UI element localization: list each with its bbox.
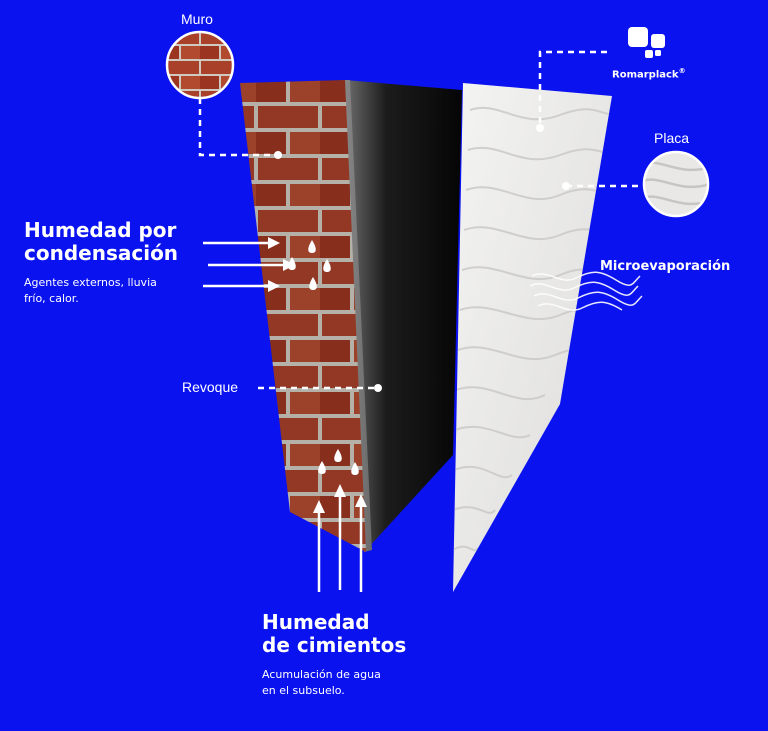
panel-placa — [453, 83, 612, 592]
evaporation-waves-icon — [529, 271, 643, 311]
condensation-arrows — [203, 237, 295, 292]
label-placa: Placa — [654, 130, 690, 146]
condensation-title-line1: Humedad por — [24, 218, 177, 242]
condensation-title-line2: condensación — [24, 241, 179, 265]
brand-connector — [538, 50, 607, 128]
foundation-description: Acumulación de agua en el subsuelo. — [262, 667, 381, 699]
condensation-desc-line1: Agentes externos, lluvia — [24, 276, 157, 289]
romarplack-logo-icon — [628, 27, 665, 58]
brick-face — [240, 80, 366, 552]
brand-registered-mark: ® — [678, 67, 686, 75]
foundation-title-line2: de cimientos — [262, 633, 407, 657]
condensation-title: Humedad por condensación — [24, 219, 178, 265]
foundation-desc-line2: en el subsuelo. — [262, 684, 345, 697]
foundation-arrows — [313, 484, 367, 592]
condensation-desc-line2: frío, calor. — [24, 292, 79, 305]
brand-name: Romarplack® — [612, 67, 686, 80]
placa-magnifier — [642, 150, 710, 218]
condensation-description: Agentes externos, lluvia frío, calor. — [24, 275, 157, 307]
brand-name-text: Romarplack — [612, 69, 679, 81]
foundation-title: Humedad de cimientos — [262, 611, 406, 657]
label-microevaporacion: Microevaporación — [600, 259, 731, 274]
muro-connector — [198, 98, 278, 157]
muro-magnifier — [165, 30, 235, 100]
foundation-title-line1: Humedad — [262, 610, 370, 634]
label-muro: Muro — [181, 11, 213, 27]
label-revoque: Revoque — [182, 379, 239, 395]
foundation-desc-line1: Acumulación de agua — [262, 668, 381, 681]
wall-inner-shadow — [345, 80, 462, 548]
water-drop-icons — [288, 240, 359, 475]
